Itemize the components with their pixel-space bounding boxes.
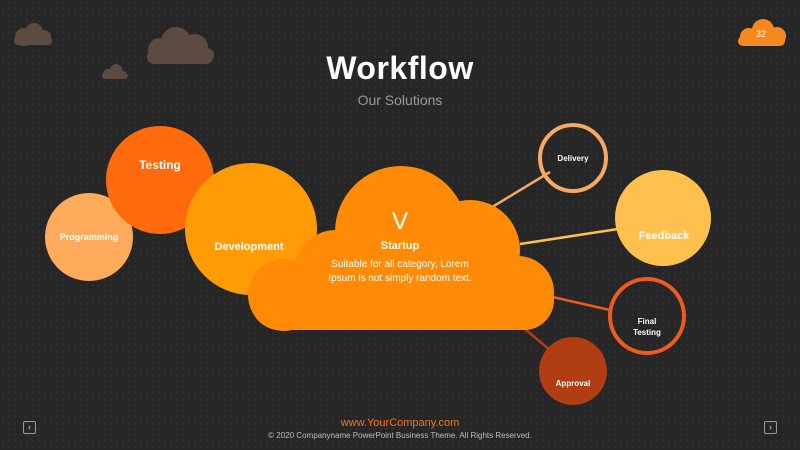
chevron-right-icon: ›: [769, 422, 772, 432]
feedback-label: Feedback: [638, 230, 690, 242]
next-slide-button[interactable]: ›: [764, 421, 777, 434]
connector-line: [547, 294, 611, 312]
cloud-icon: [102, 64, 128, 79]
approval-bubble: [539, 337, 607, 405]
slide-subtitle: Our Solutions: [357, 92, 443, 108]
connector-line: [483, 170, 551, 214]
cloud-icon: [14, 23, 52, 46]
programming-label: Programming: [59, 232, 119, 242]
startup-icon: V: [391, 208, 408, 235]
delivery-bubble: [538, 123, 608, 193]
slide-title: Workflow: [326, 50, 474, 86]
slide-number-label: 32: [755, 29, 766, 39]
slide-number-cloud-icon: [738, 19, 786, 46]
chevron-left-icon: ‹: [28, 422, 31, 432]
final-testing-bubble: [608, 277, 686, 355]
final-testing-label: Final Testing: [633, 317, 661, 337]
slide-number: 32: [736, 20, 786, 48]
delivery-label: Delivery: [557, 153, 589, 163]
feedback-bubble: [615, 170, 711, 266]
programming-bubble: [45, 193, 133, 281]
startup-title: Startup: [380, 240, 420, 252]
connector-line: [519, 227, 619, 246]
approval-label: Approval: [555, 378, 591, 388]
testing-label: Testing: [139, 158, 181, 172]
development-label: Development: [214, 241, 284, 253]
startup-cloud: [248, 166, 554, 331]
testing-bubble: [106, 126, 214, 234]
footer-url[interactable]: www.YourCompany.com: [340, 417, 460, 429]
startup-description: Suitable for all category, Lorem Ipsum i…: [328, 259, 472, 284]
cloud-icon: [147, 27, 214, 64]
footer-copyright: © 2020 Companyname PowerPoint Business T…: [268, 431, 532, 440]
prev-slide-button[interactable]: ‹: [23, 421, 36, 434]
